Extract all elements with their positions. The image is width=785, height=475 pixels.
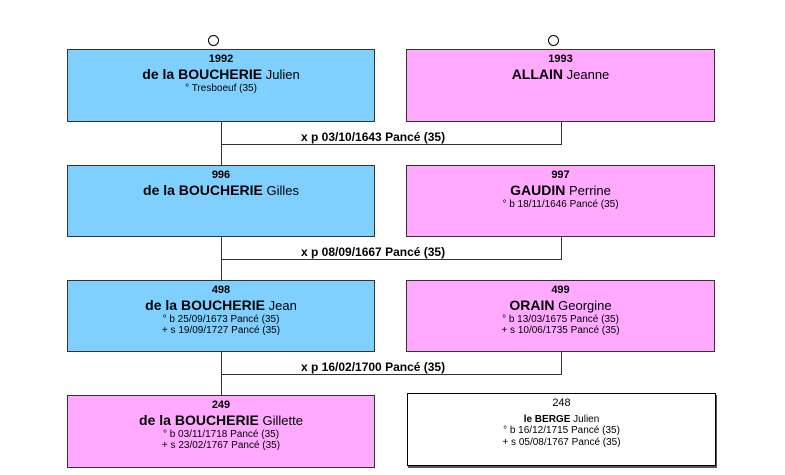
parents-unknown-marker-left xyxy=(208,35,219,46)
person-name: de la BOUCHERIE Julien xyxy=(142,65,300,82)
person-box-1992[interactable]: 1992 de la BOUCHERIE Julien ° Tresboeuf … xyxy=(67,49,375,122)
birth-info: ° b 25/09/1673 Pancé (35) xyxy=(162,313,280,325)
person-name: de la BOUCHERIE Gilles xyxy=(143,181,299,198)
connector-line xyxy=(221,259,562,260)
person-box-248[interactable]: 248 le BERGE Julien ° b 16/12/1715 Pancé… xyxy=(407,393,716,466)
connector-line xyxy=(561,122,562,144)
birth-info: ° Tresboeuf (35) xyxy=(185,82,257,94)
person-box-996[interactable]: 996 de la BOUCHERIE Gilles xyxy=(67,165,375,237)
person-box-499[interactable]: 499 ORAIN Georgine ° b 13/03/1675 Pancé … xyxy=(406,280,715,352)
connector-line xyxy=(221,352,222,395)
person-name: ORAIN Georgine xyxy=(509,296,612,313)
sosa-number: 1993 xyxy=(548,53,573,65)
death-info: + s 10/06/1735 Pancé (35) xyxy=(501,325,620,337)
sosa-number: 498 xyxy=(211,284,231,296)
birth-info: ° b 13/03/1675 Pancé (35) xyxy=(502,313,619,325)
birth-info: ° b 16/12/1715 Pancé (35) xyxy=(503,425,620,437)
connector-line xyxy=(561,352,562,374)
person-name: ALLAIN Jeanne xyxy=(511,65,610,82)
marriage-label: x p 08/09/1667 Pancé (35) xyxy=(301,245,446,259)
connector-line xyxy=(221,237,222,280)
person-box-498[interactable]: 498 de la BOUCHERIE Jean ° b 25/09/1673 … xyxy=(67,280,375,352)
person-name: de la BOUCHERIE Gillette xyxy=(139,411,303,428)
person-box-249[interactable]: 249 de la BOUCHERIE Gillette ° b 03/11/1… xyxy=(67,395,375,468)
sosa-number: 248 xyxy=(552,397,571,409)
person-name: GAUDIN Perrine xyxy=(510,181,611,198)
sosa-number: 997 xyxy=(551,169,570,181)
connector-line xyxy=(221,122,222,165)
connector-line xyxy=(221,374,562,375)
sosa-number: 996 xyxy=(211,169,231,181)
sosa-number: 249 xyxy=(211,399,231,411)
sosa-number: 499 xyxy=(551,284,570,296)
death-info: + s 05/08/1767 Pancé (35) xyxy=(502,436,621,448)
person-name: de la BOUCHERIE Jean xyxy=(145,296,297,313)
parents-unknown-marker-right xyxy=(548,35,559,46)
connector-line xyxy=(561,237,562,259)
person-box-1993[interactable]: 1993 ALLAIN Jeanne xyxy=(406,49,715,122)
sosa-number: 1992 xyxy=(208,53,234,65)
connector-line xyxy=(221,144,562,145)
marriage-label: x p 16/02/1700 Pancé (35) xyxy=(301,360,446,374)
death-info: + s 23/02/1767 Pancé (35) xyxy=(161,440,281,452)
birth-info: ° b 18/11/1646 Pancé (35) xyxy=(502,198,619,210)
person-name: le BERGE Julien xyxy=(523,413,600,425)
birth-info: ° b 03/11/1718 Pancé (35) xyxy=(162,428,280,440)
death-info: + s 19/09/1727 Pancé (35) xyxy=(161,325,281,337)
person-box-997[interactable]: 997 GAUDIN Perrine ° b 18/11/1646 Pancé … xyxy=(406,165,715,237)
marriage-label: x p 03/10/1643 Pancé (35) xyxy=(301,130,446,144)
